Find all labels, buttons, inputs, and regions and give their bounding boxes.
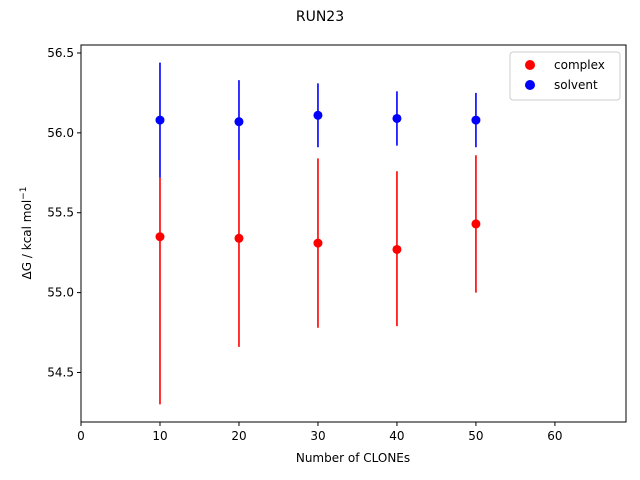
legend-marker-complex <box>525 60 535 70</box>
legend: complex solvent <box>509 51 621 101</box>
x-tick-label: 50 <box>468 429 483 443</box>
complex-point <box>392 244 402 254</box>
plot-background <box>81 45 626 422</box>
complex-point <box>234 233 244 243</box>
y-tick-label: 54.5 <box>47 365 74 379</box>
complex-point <box>313 238 323 248</box>
solvent-point <box>234 117 244 127</box>
x-tick-label: 60 <box>547 429 562 443</box>
legend-box <box>509 51 621 101</box>
solvent-point <box>392 113 402 123</box>
legend-label-solvent: solvent <box>554 78 598 92</box>
y-tick-label: 55.0 <box>47 286 74 300</box>
plot-area <box>80 44 627 423</box>
legend-label-complex: complex <box>554 58 605 72</box>
y-tick-label: 56.5 <box>47 46 74 60</box>
solvent-point <box>313 110 323 120</box>
legend-marker-solvent <box>525 80 535 90</box>
x-tick-label: 30 <box>310 429 325 443</box>
complex-point <box>471 219 481 229</box>
complex-point <box>155 232 165 242</box>
y-tick-label: 56.0 <box>47 126 74 140</box>
y-tick-label: 55.5 <box>47 206 74 220</box>
x-axis-label: Number of CLONEs <box>296 451 410 465</box>
x-tick-label: 20 <box>231 429 246 443</box>
chart-title: RUN23 <box>296 9 344 25</box>
x-tick-label: 10 <box>152 429 167 443</box>
x-tick-label: 0 <box>77 429 85 443</box>
x-tick-label: 40 <box>389 429 404 443</box>
y-axis: 54.5 55.0 55.5 56.0 56.5 <box>47 46 81 379</box>
solvent-point <box>155 115 165 125</box>
y-axis-label-main: ΔG / kcal mol <box>20 200 34 280</box>
solvent-point <box>471 115 481 125</box>
y-axis-label-superscript: −1 <box>19 187 29 200</box>
data-points <box>155 110 481 254</box>
plot-frame <box>80 44 627 423</box>
y-axis-label: ΔG / kcal mol−1 <box>19 187 34 280</box>
x-axis: 0 10 20 30 40 50 60 <box>77 422 563 443</box>
